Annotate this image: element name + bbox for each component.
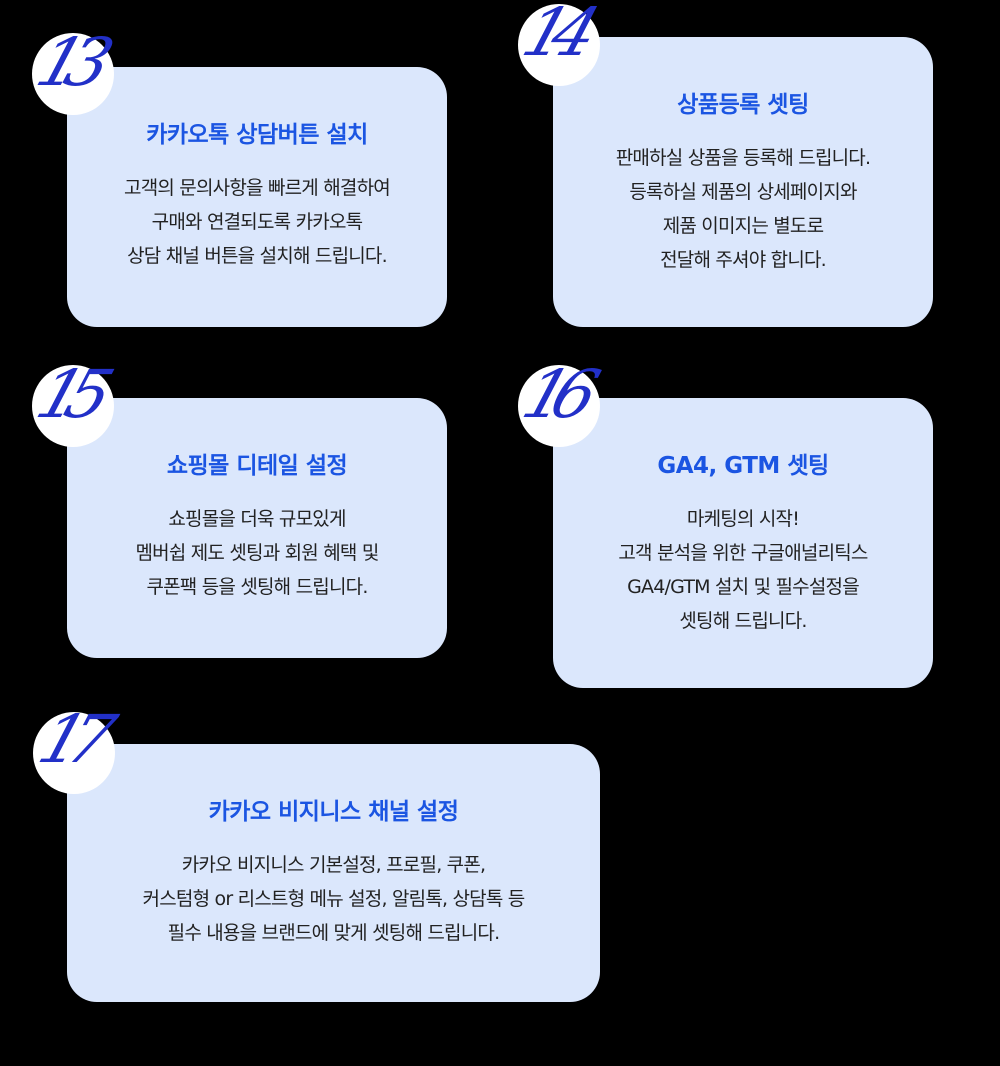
description-line: 제품 이미지는 별도로 (662, 215, 824, 237)
number-badge-circle (33, 712, 115, 794)
description-line: 구매와 연결되도록 카카오톡 (151, 211, 363, 233)
card-description: 판매하실 상품을 등록해 드립니다. 등록하실 제품의 상세페이지와 제품 이미… (553, 141, 933, 277)
service-card-14: 상품등록 셋팅 판매하실 상품을 등록해 드립니다. 등록하실 제품의 상세페이… (553, 37, 933, 327)
description-line: 고객의 문의사항을 빠르게 해결하여 (124, 177, 391, 199)
description-line: 판매하실 상품을 등록해 드립니다. (615, 147, 871, 169)
service-card-13: 카카오톡 상담버튼 설치 고객의 문의사항을 빠르게 해결하여 구매와 연결되도… (67, 67, 447, 327)
description-line: 고객 분석을 위한 구글애널리틱스 (618, 542, 868, 564)
card-description: 마케팅의 시작! 고객 분석을 위한 구글애널리틱스 GA4/GTM 설치 및 … (553, 502, 933, 638)
card-title: 카카오톡 상담버튼 설치 (146, 122, 368, 148)
number-badge-circle (32, 365, 114, 447)
service-card-16: GA4, GTM 셋팅 마케팅의 시작! 고객 분석을 위한 구글애널리틱스 G… (553, 398, 933, 688)
service-card-15: 쇼핑몰 디테일 설정 쇼핑몰을 더욱 규모있게 멤버쉽 제도 셋팅과 회원 혜택… (67, 398, 447, 658)
description-line: 쿠폰팩 등을 셋팅해 드립니다. (146, 576, 368, 598)
description-line: 상담 채널 버튼을 설치해 드립니다. (127, 245, 388, 267)
description-line: 마케팅의 시작! (686, 508, 800, 530)
card-description: 고객의 문의사항을 빠르게 해결하여 구매와 연결되도록 카카오톡 상담 채널 … (67, 171, 447, 273)
number-badge-circle (32, 33, 114, 115)
card-description: 카카오 비지니스 기본설정, 프로필, 쿠폰, 커스텀형 or 리스트형 메뉴 … (67, 848, 600, 950)
service-card-17: 카카오 비지니스 채널 설정 카카오 비지니스 기본설정, 프로필, 쿠폰, 커… (67, 744, 600, 1002)
card-title: 카카오 비지니스 채널 설정 (208, 799, 459, 825)
description-line: 쇼핑몰을 더욱 규모있게 (168, 508, 346, 530)
card-title: 쇼핑몰 디테일 설정 (166, 453, 348, 479)
description-line: 등록하실 제품의 상세페이지와 (629, 181, 857, 203)
number-badge-circle (518, 365, 600, 447)
card-description: 쇼핑몰을 더욱 규모있게 멤버쉽 제도 셋팅과 회원 혜택 및 쿠폰팩 등을 셋… (67, 502, 447, 604)
card-title: GA4, GTM 셋팅 (657, 453, 829, 479)
description-line: 필수 내용을 브랜드에 맞게 셋팅해 드립니다. (167, 922, 500, 944)
card-title: 상품등록 셋팅 (677, 92, 809, 118)
description-line: 전달해 주셔야 합니다. (660, 249, 827, 271)
number-badge-circle (518, 4, 600, 86)
description-line: 커스텀형 or 리스트형 메뉴 설정, 알림톡, 상담톡 등 (142, 888, 526, 910)
description-line: 셋팅해 드립니다. (679, 610, 807, 632)
description-line: 멤버쉽 제도 셋팅과 회원 혜택 및 (135, 542, 379, 564)
description-line: 카카오 비지니스 기본설정, 프로필, 쿠폰, (181, 854, 486, 876)
description-line: GA4/GTM 설치 및 필수설정을 (627, 576, 860, 598)
